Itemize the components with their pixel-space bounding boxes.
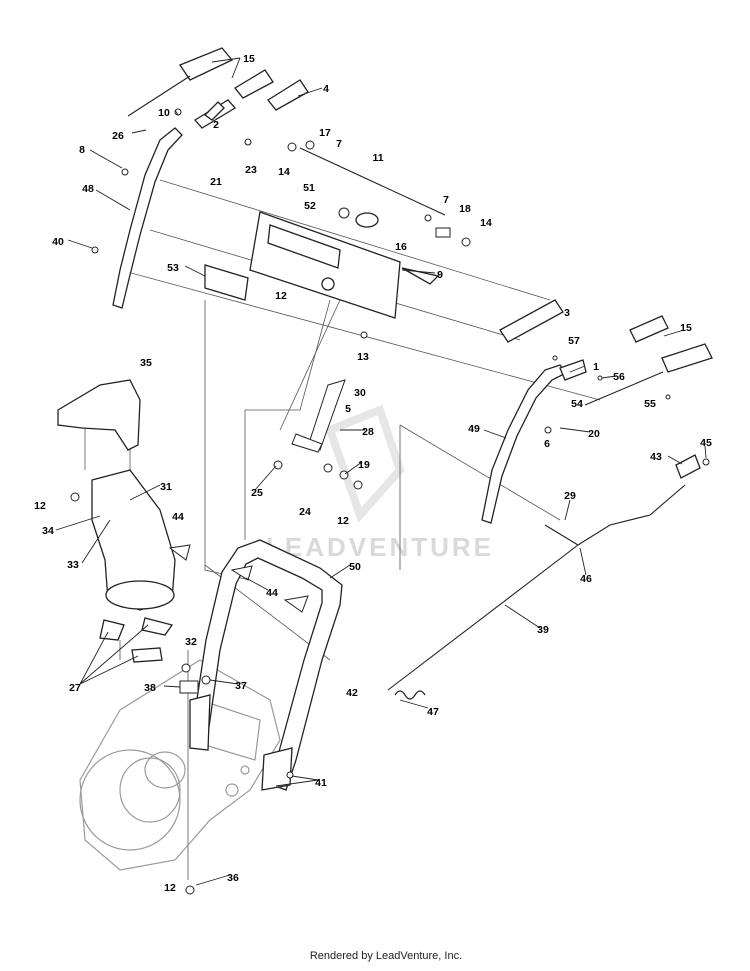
callout-25: 25 bbox=[251, 487, 263, 499]
chute-assembly bbox=[57, 379, 176, 663]
callout-39: 39 bbox=[537, 624, 549, 636]
hardware bbox=[70, 108, 710, 895]
callout-29: 29 bbox=[564, 490, 576, 502]
callout-35: 35 bbox=[140, 357, 152, 369]
callout-57: 57 bbox=[568, 335, 580, 347]
callout-34: 34 bbox=[42, 525, 54, 537]
watermark-text: LEADVENTURE bbox=[266, 532, 494, 562]
rods bbox=[127, 75, 686, 691]
auger-rod-end bbox=[394, 690, 426, 700]
callout-14: 14 bbox=[480, 217, 492, 229]
callout-33: 33 bbox=[67, 559, 79, 571]
callout-41: 41 bbox=[315, 777, 327, 789]
callout-16: 16 bbox=[395, 241, 407, 253]
callout-38: 38 bbox=[144, 682, 156, 694]
control-panel bbox=[204, 211, 440, 319]
callout-26: 26 bbox=[112, 130, 124, 142]
callout-1: 1 bbox=[593, 361, 599, 373]
callout-46: 46 bbox=[580, 573, 592, 585]
callout-19: 19 bbox=[358, 459, 370, 471]
callout-56: 56 bbox=[613, 371, 625, 383]
callout-21: 21 bbox=[210, 176, 222, 188]
footer: Rendered by LeadVenture, Inc. bbox=[0, 950, 750, 962]
callout-48: 48 bbox=[82, 183, 94, 195]
callout-32: 32 bbox=[185, 636, 197, 648]
callout-3: 3 bbox=[564, 307, 570, 319]
callout-7: 7 bbox=[443, 194, 449, 206]
callout-23: 23 bbox=[245, 164, 257, 176]
leader-lines bbox=[55, 57, 707, 886]
callout-49: 49 bbox=[468, 423, 480, 435]
callout-10: 10 bbox=[158, 107, 170, 119]
callout-31: 31 bbox=[160, 481, 172, 493]
callout-37: 37 bbox=[235, 680, 247, 692]
callout-47: 47 bbox=[427, 706, 439, 718]
callout-55: 55 bbox=[644, 398, 656, 410]
callout-36: 36 bbox=[227, 872, 239, 884]
callout-42: 42 bbox=[346, 687, 358, 699]
callout-11: 11 bbox=[372, 152, 383, 164]
callout-43: 43 bbox=[650, 451, 662, 463]
callout-6: 6 bbox=[544, 438, 550, 450]
callout-12: 12 bbox=[34, 500, 46, 512]
callout-51: 51 bbox=[303, 182, 315, 194]
callout-30: 30 bbox=[354, 387, 366, 399]
callout-45: 45 bbox=[700, 437, 712, 449]
callout-12: 12 bbox=[337, 515, 349, 527]
callout-15: 15 bbox=[680, 322, 692, 334]
callout-17: 17 bbox=[319, 127, 331, 139]
callout-9: 9 bbox=[437, 269, 443, 281]
callout-52: 52 bbox=[304, 200, 316, 212]
callout-7: 7 bbox=[336, 138, 342, 150]
callout-13: 13 bbox=[357, 351, 369, 363]
callout-12: 12 bbox=[275, 290, 287, 302]
footer-text: Rendered by LeadVenture, Inc. bbox=[309, 950, 463, 962]
callout-14: 14 bbox=[278, 166, 290, 178]
callout-27: 27 bbox=[69, 682, 81, 694]
callout-50: 50 bbox=[349, 561, 361, 573]
lower-handle bbox=[189, 539, 343, 791]
callout-24: 24 bbox=[299, 506, 311, 518]
callout-54: 54 bbox=[571, 398, 583, 410]
upper-handle-right bbox=[481, 359, 587, 524]
callout-2: 2 bbox=[213, 119, 219, 131]
watermark: LEADVENTURE bbox=[266, 404, 494, 562]
blower-housing bbox=[79, 659, 281, 871]
callout-28: 28 bbox=[362, 426, 374, 438]
callout-12: 12 bbox=[164, 882, 176, 894]
guide-lines bbox=[84, 179, 601, 880]
callout-5: 5 bbox=[345, 403, 351, 415]
callout-15: 15 bbox=[243, 53, 255, 65]
callout-18: 18 bbox=[459, 203, 471, 215]
callout-8: 8 bbox=[79, 144, 85, 156]
callout-44: 44 bbox=[172, 511, 184, 523]
callout-53: 53 bbox=[167, 262, 179, 274]
callout-44: 44 bbox=[266, 587, 278, 599]
grips bbox=[179, 47, 713, 479]
callout-40: 40 bbox=[52, 236, 64, 248]
callout-4: 4 bbox=[323, 83, 329, 95]
callout-20: 20 bbox=[588, 428, 600, 440]
